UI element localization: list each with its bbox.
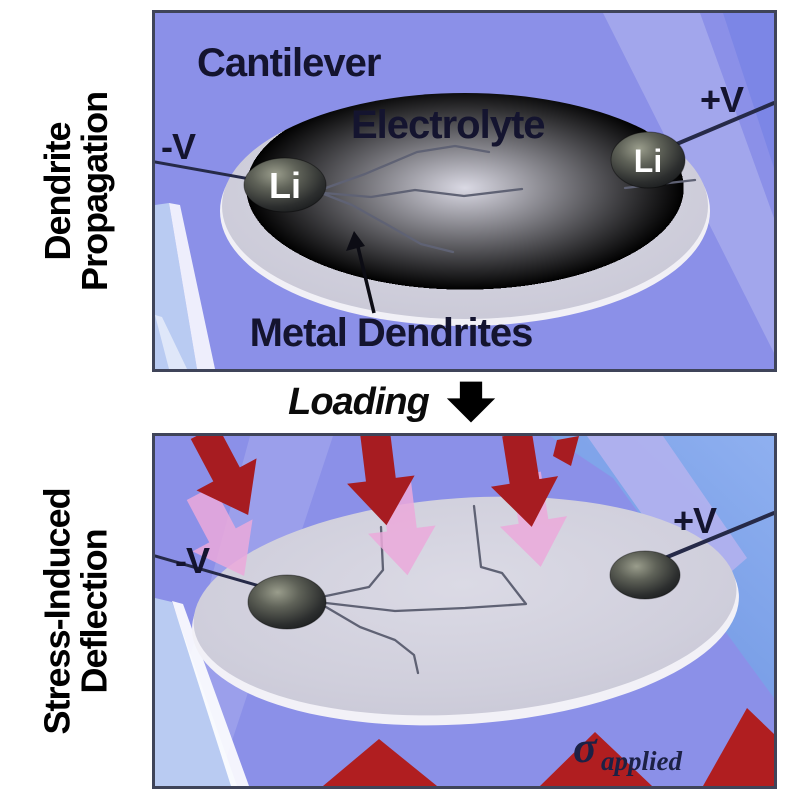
label-line-1: Stress-Induced — [36, 487, 78, 735]
li-electrode-right — [610, 131, 686, 189]
dendrite-branch — [324, 605, 420, 675]
dendrite-branch-deflected — [324, 525, 385, 598]
bottom-stress-triangle-icon — [703, 708, 774, 786]
electrolyte-disc — [222, 93, 708, 319]
corner-stripe — [155, 315, 187, 369]
dendrite-branch — [322, 192, 455, 254]
pos-terminal-wire — [658, 511, 774, 562]
metal-dendrites-label: Metal Dendrites — [250, 311, 533, 355]
annotation-arrow-line — [356, 246, 376, 314]
electrolyte-disc-group — [192, 496, 739, 726]
stress-arrow-partial — [553, 436, 579, 466]
rotated-label: Stress-Induced Deflection — [36, 487, 116, 735]
electrolyte-disc — [193, 496, 737, 716]
dendrite-branch — [322, 187, 524, 199]
sigma-applied-symbol: σ — [573, 723, 598, 772]
pos-terminal-label: +V — [673, 500, 717, 541]
bottom-stress-triangle-icon — [323, 739, 437, 786]
label-line-1: Dendrite — [36, 121, 78, 261]
panel-top-illustration: Cantilever Electrolyte -V +V Li Li Metal… — [155, 13, 774, 369]
panel-stress-induced-deflection: -V +V σ applied — [152, 433, 777, 789]
li-electrode-right — [609, 550, 681, 600]
cantilever-edge-stripe — [172, 601, 249, 786]
corner-shade — [723, 13, 774, 168]
row-label-dendrite-propagation: Dendrite Propagation — [0, 10, 152, 372]
cantilever-label: Cantilever — [197, 41, 381, 85]
li-electrode-left — [243, 157, 327, 213]
pos-terminal-wire — [670, 101, 774, 148]
dendrite-branch-deflected — [324, 504, 528, 613]
li-electrode-left — [247, 574, 327, 630]
sigma-applied-subscript: applied — [601, 746, 682, 776]
li-label-right: Li — [634, 143, 662, 179]
electrolyte-label: Electrolyte — [351, 103, 545, 147]
down-arrow-icon — [446, 381, 496, 422]
sky-corner — [550, 436, 774, 698]
panel-dendrite-propagation: Cantilever Electrolyte -V +V Li Li Metal… — [152, 10, 777, 372]
label-line-2: Deflection — [74, 528, 116, 694]
row-label-stress-induced-deflection: Stress-Induced Deflection — [0, 433, 152, 789]
annotation-arrowhead-icon — [346, 231, 365, 251]
cantilever-edge-stripe — [169, 203, 215, 369]
rotated-label: Dendrite Propagation — [36, 91, 116, 291]
bottom-stress-triangle-icon — [540, 732, 652, 786]
label-line-2: Propagation — [74, 91, 116, 291]
panel-bottom-illustration: -V +V σ applied — [155, 436, 774, 786]
neg-terminal-wire — [155, 554, 272, 591]
loading-group: Loading — [288, 380, 497, 426]
neg-terminal-label: -V — [175, 540, 210, 581]
loading-row: Loading — [152, 372, 777, 433]
loading-label: Loading — [288, 381, 430, 423]
li-label-left: Li — [269, 165, 301, 206]
dendrite-branch — [321, 144, 491, 191]
neg-terminal-label: -V — [161, 126, 196, 167]
pos-terminal-label: +V — [700, 79, 744, 120]
